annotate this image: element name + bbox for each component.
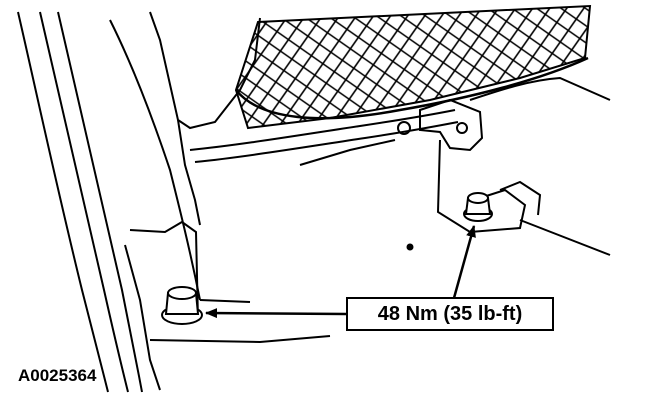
floor-panel: [149, 180, 611, 344]
arrow-to-upper-bolt: [452, 225, 476, 299]
trim-panel: [124, 11, 261, 391]
figure-id: A0025364: [18, 366, 97, 385]
bolt-lower: [161, 286, 203, 325]
body-side-panel: [17, 11, 201, 393]
bolt-upper: [463, 192, 493, 222]
cargo-net: [234, 4, 592, 130]
callout-arrows: [205, 225, 476, 319]
bracket: [419, 76, 611, 234]
arrow-to-lower-bolt: [205, 308, 347, 319]
torque-callout: 48 Nm (35 lb-ft): [346, 297, 554, 331]
mounting-bar: [189, 109, 459, 166]
